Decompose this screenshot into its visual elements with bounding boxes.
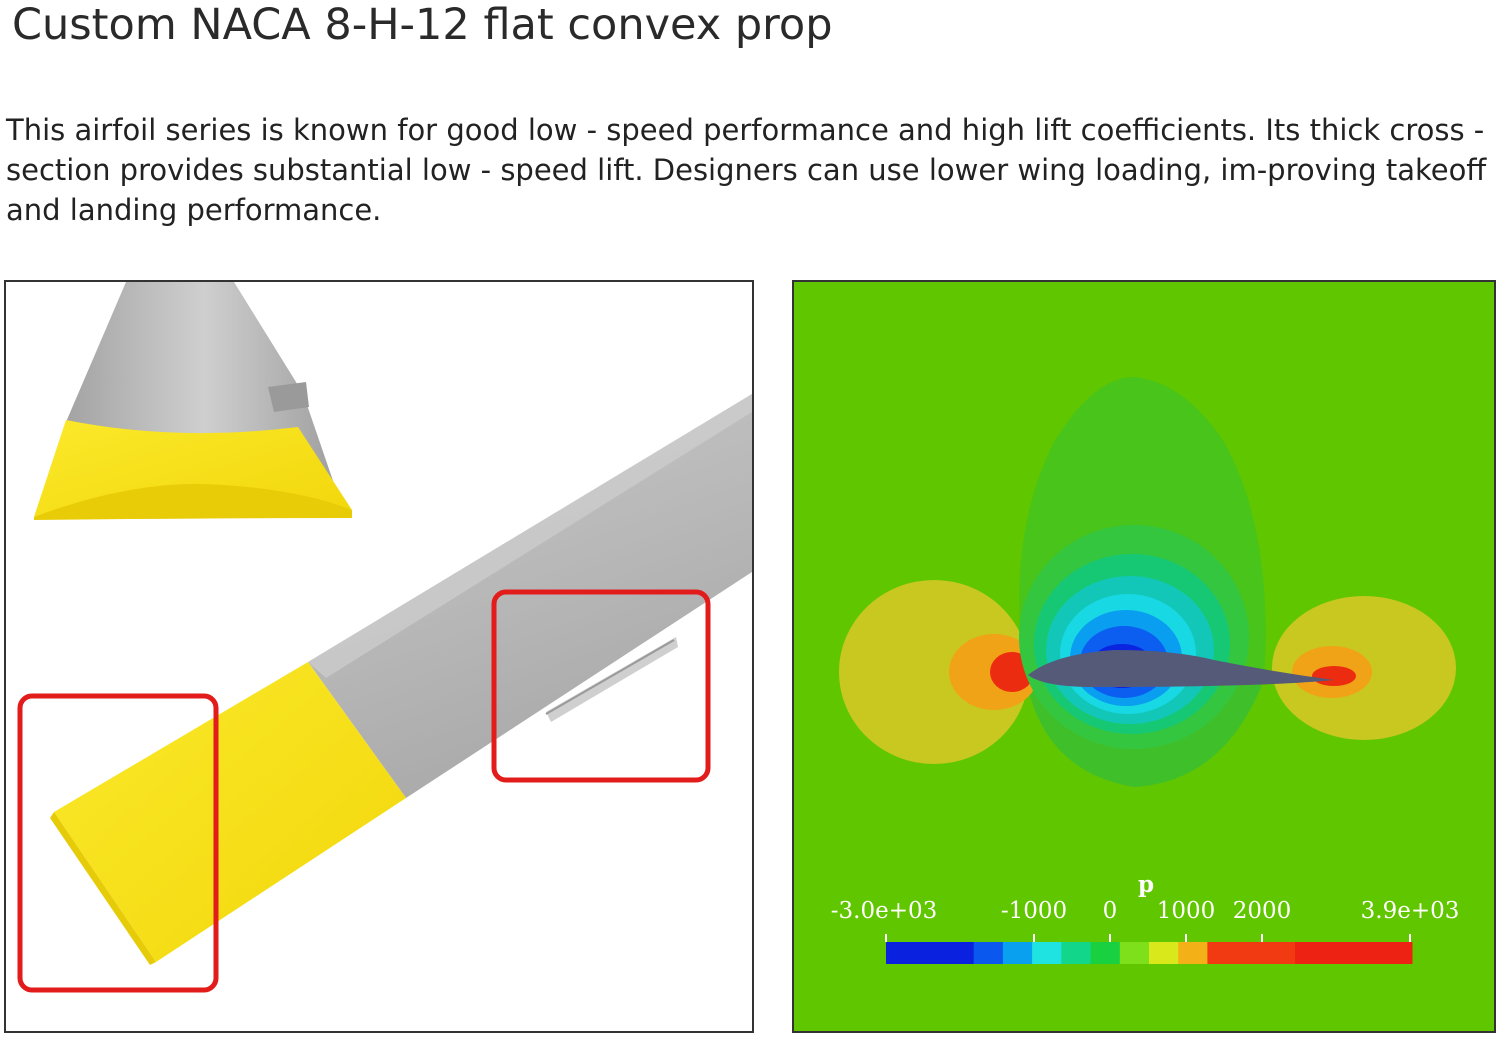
- colorbar-tick-label: -1000: [1001, 898, 1067, 924]
- pressure-contour-plot: p -3.0e+03 -1000 0 1000 2000 3.9e+03: [794, 282, 1494, 1031]
- colorbar-swatch: [1032, 942, 1062, 964]
- blade-photo-panel: [4, 280, 754, 1033]
- colorbar-title: p: [1138, 871, 1154, 898]
- colorbar-swatch: [915, 942, 975, 964]
- colorbar-swatch: [1119, 942, 1150, 964]
- leading-edge-lobe: [839, 580, 1039, 764]
- colorbar-tick-label: 3.9e+03: [1361, 898, 1460, 924]
- colorbar-tick-label: 1000: [1157, 898, 1216, 924]
- main-blade: [50, 394, 752, 965]
- suction-contours: [1019, 525, 1249, 749]
- colorbar: p -3.0e+03 -1000 0 1000 2000 3.9e+03: [831, 871, 1460, 964]
- colorbar-swatch: [1002, 942, 1033, 964]
- page-title: Custom NACA 8-H-12 flat convex prop: [12, 0, 833, 50]
- airfoil-section: [1028, 650, 1334, 687]
- colorbar-tick-label: -3.0e+03: [831, 898, 938, 924]
- colorbar-tick-label: 2000: [1233, 898, 1292, 924]
- colorbar-swatch: [1295, 942, 1413, 964]
- colorbar-swatch: [973, 942, 1004, 964]
- description-text: This airfoil series is known for good lo…: [6, 113, 1487, 227]
- highlight-box-tip: [17, 693, 219, 993]
- colorbar-swatch: [1207, 942, 1296, 964]
- colorbar-swatch: [1178, 942, 1208, 964]
- colorbar-swatch: [1149, 942, 1179, 964]
- pressure-contour-panel: p -3.0e+03 -1000 0 1000 2000 3.9e+03: [792, 280, 1496, 1033]
- blade-section-inset: [34, 282, 352, 520]
- colorbar-swatch: [1061, 942, 1091, 964]
- colorbar-tick-label: 0: [1103, 898, 1118, 924]
- colorbar-swatch: [886, 942, 916, 964]
- colorbar-swatch: [1090, 942, 1121, 964]
- highlight-box-trailing-edge: [491, 589, 711, 783]
- blade-illustration: [17, 282, 752, 993]
- trailing-edge-lobe: [1272, 596, 1456, 740]
